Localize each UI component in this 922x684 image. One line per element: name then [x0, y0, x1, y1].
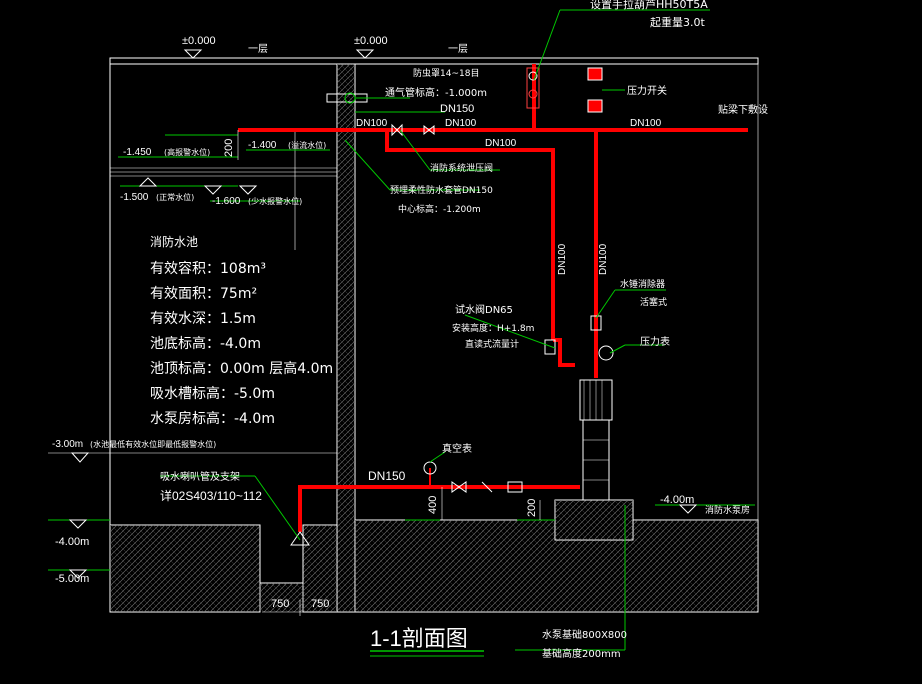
pressure-gauge-icon: [598, 345, 614, 361]
level-marker-300: [70, 452, 90, 463]
suction-sump: [259, 525, 304, 584]
level-400-right-label: -4.00m: [660, 494, 694, 506]
foundation-label: 水泵基础800X800: [542, 628, 627, 641]
tank-info-volume: 有效容积：108m³: [150, 260, 266, 277]
floor-label-left: 一层: [248, 43, 268, 55]
dn100-label-b: DN100: [445, 118, 477, 129]
tank-info-pumproom: 水泵房标高：-4.0m: [150, 410, 275, 427]
dimensions: [237, 130, 541, 657]
sleeve-center-label: 中心标高：-1.200m: [398, 203, 481, 215]
install-height-label: 安装高度：H+1.8m: [452, 322, 534, 334]
dim-400-label: 400: [427, 496, 439, 514]
level-marker-400-right: [678, 504, 698, 514]
level-marker-1450: [138, 177, 158, 187]
tank-floor-right-hatch: [303, 525, 337, 612]
tank-info-depth: 有效水深：1.5m: [150, 311, 256, 327]
mosquito-net-label: 防虫罩14~18目: [413, 67, 479, 79]
tank-floor-left-hatch: [110, 525, 260, 612]
tank-info-area: 有效面积：75m²: [150, 286, 257, 302]
piston-label: 活塞式: [640, 296, 667, 308]
lifting-device-line1: 设置手拉葫芦HH50T5A: [590, 0, 708, 11]
leaders: [48, 9, 755, 651]
dn100-label-a: DN100: [356, 118, 388, 129]
level-1400-label: -1.400: [248, 140, 277, 151]
water-hammer-label: 水锤消除器: [620, 278, 665, 290]
chain-hoist-icon: [526, 67, 540, 109]
pressure-switch-2-icon: [587, 99, 603, 113]
level-400-left-label: -4.00m: [55, 536, 89, 548]
suction-bell-label: 吸水喇叭管及支架: [160, 470, 240, 483]
dim-200b-label: 200: [526, 499, 538, 517]
suction-bell-icon: [290, 531, 310, 546]
beam-lay-label: 贴梁下敷设: [718, 103, 768, 116]
test-valve-branch: [553, 338, 575, 367]
relief-valve-label: 消防系统泄压阀: [430, 162, 493, 174]
lifting-device-line2: 起重量3.0t: [650, 15, 705, 29]
pump-room-label: 消防水泵房: [705, 504, 750, 516]
pressure-gauge-label: 压力表: [640, 335, 670, 348]
tank-info-top: 池顶标高：0.00m 层高4.0m: [150, 360, 333, 377]
dim-200-label: 200: [223, 139, 235, 157]
level-1600-label: -1.600: [212, 196, 241, 207]
suction-ref-label: 详02S403/110~112: [160, 488, 262, 503]
text-layer: 设置手拉葫芦HH50T5A 起重量3.0t ±0.000 ±0.000 一层 一…: [52, 0, 768, 660]
check-valve-icon: [423, 124, 435, 136]
wall-hatch: [337, 64, 355, 612]
dim-750a-label: 750: [271, 598, 289, 610]
tank-info-bottom: 池底标高：-4.0m: [150, 335, 261, 352]
gate-valve-icon: [451, 481, 467, 493]
dn100-vertical-left: DN100: [557, 243, 568, 275]
test-valve-label: 试水阀DN65: [455, 303, 513, 316]
level-marker-1600: [238, 185, 258, 195]
level-marker-500: [68, 569, 88, 579]
ground-level-left: ±0.000: [182, 35, 216, 47]
vent-level-label: 通气管标高：-1.000m: [385, 86, 487, 99]
flowmeter-label: 直读式流量计: [465, 338, 519, 350]
level-marker-ground-right: [355, 49, 375, 59]
check-valve-suction-icon: [481, 481, 493, 493]
relief-valve-icon: [391, 123, 403, 137]
pressure-switch-label: 压力开关: [627, 84, 667, 97]
dim-750b-label: 750: [311, 598, 329, 610]
flex-joint-icon: [507, 481, 523, 493]
relief-branch-pipe: [385, 130, 555, 340]
ground-level-right: ±0.000: [354, 35, 388, 47]
pressure-switch-icon: [587, 67, 603, 81]
level-marker-400-left: [68, 519, 88, 529]
level-1500-label: -1.500: [120, 192, 149, 203]
level-1600-note: (少水报警水位): [248, 196, 302, 206]
level-marker-ground-left: [183, 49, 203, 59]
level-markers: [68, 49, 698, 579]
level-1450-label: -1.450: [123, 147, 152, 158]
foundation-height-label: 基础高度200mm: [542, 647, 621, 660]
flowmeter-icon: [544, 339, 556, 355]
dn150-bottom-label: DN150: [368, 469, 406, 483]
pipework: [238, 64, 748, 532]
dn150-top-label: DN150: [440, 103, 474, 115]
water-hammer-icon: [590, 315, 602, 331]
pump-icon: [579, 379, 613, 501]
vacuum-gauge-label: 真空表: [442, 442, 472, 455]
level-500-label: -5.00m: [55, 573, 89, 585]
equipment: [290, 67, 614, 546]
structure: [48, 57, 759, 613]
level-300-label: -3.00m: [52, 439, 83, 450]
dn100-vertical-right: DN100: [598, 243, 609, 275]
level-1450-note: (高报警水位): [164, 147, 210, 157]
floor-label-right: 一层: [448, 43, 468, 55]
dn100-label-d: DN100: [630, 118, 662, 129]
dn100-label-c: DN100: [485, 138, 517, 149]
tank-info-suction: 吸水槽标高：-5.0m: [150, 385, 275, 402]
sleeve-label: 预埋柔性防水套管DN150: [390, 184, 493, 196]
drawing-title: 1-1剖面图: [370, 626, 468, 651]
tank-info-title: 消防水池: [150, 234, 198, 249]
level-1400-note: (溢流水位): [288, 140, 326, 150]
level-300-note: (水池最低有效水位即最低报警水位): [90, 439, 216, 449]
sump-hatch: [260, 583, 303, 612]
level-1500-note: (正常水位): [156, 192, 194, 202]
roof-slab: [109, 57, 759, 65]
pump-foundation-hatch: [555, 500, 633, 540]
level-marker-1500: [203, 185, 223, 195]
